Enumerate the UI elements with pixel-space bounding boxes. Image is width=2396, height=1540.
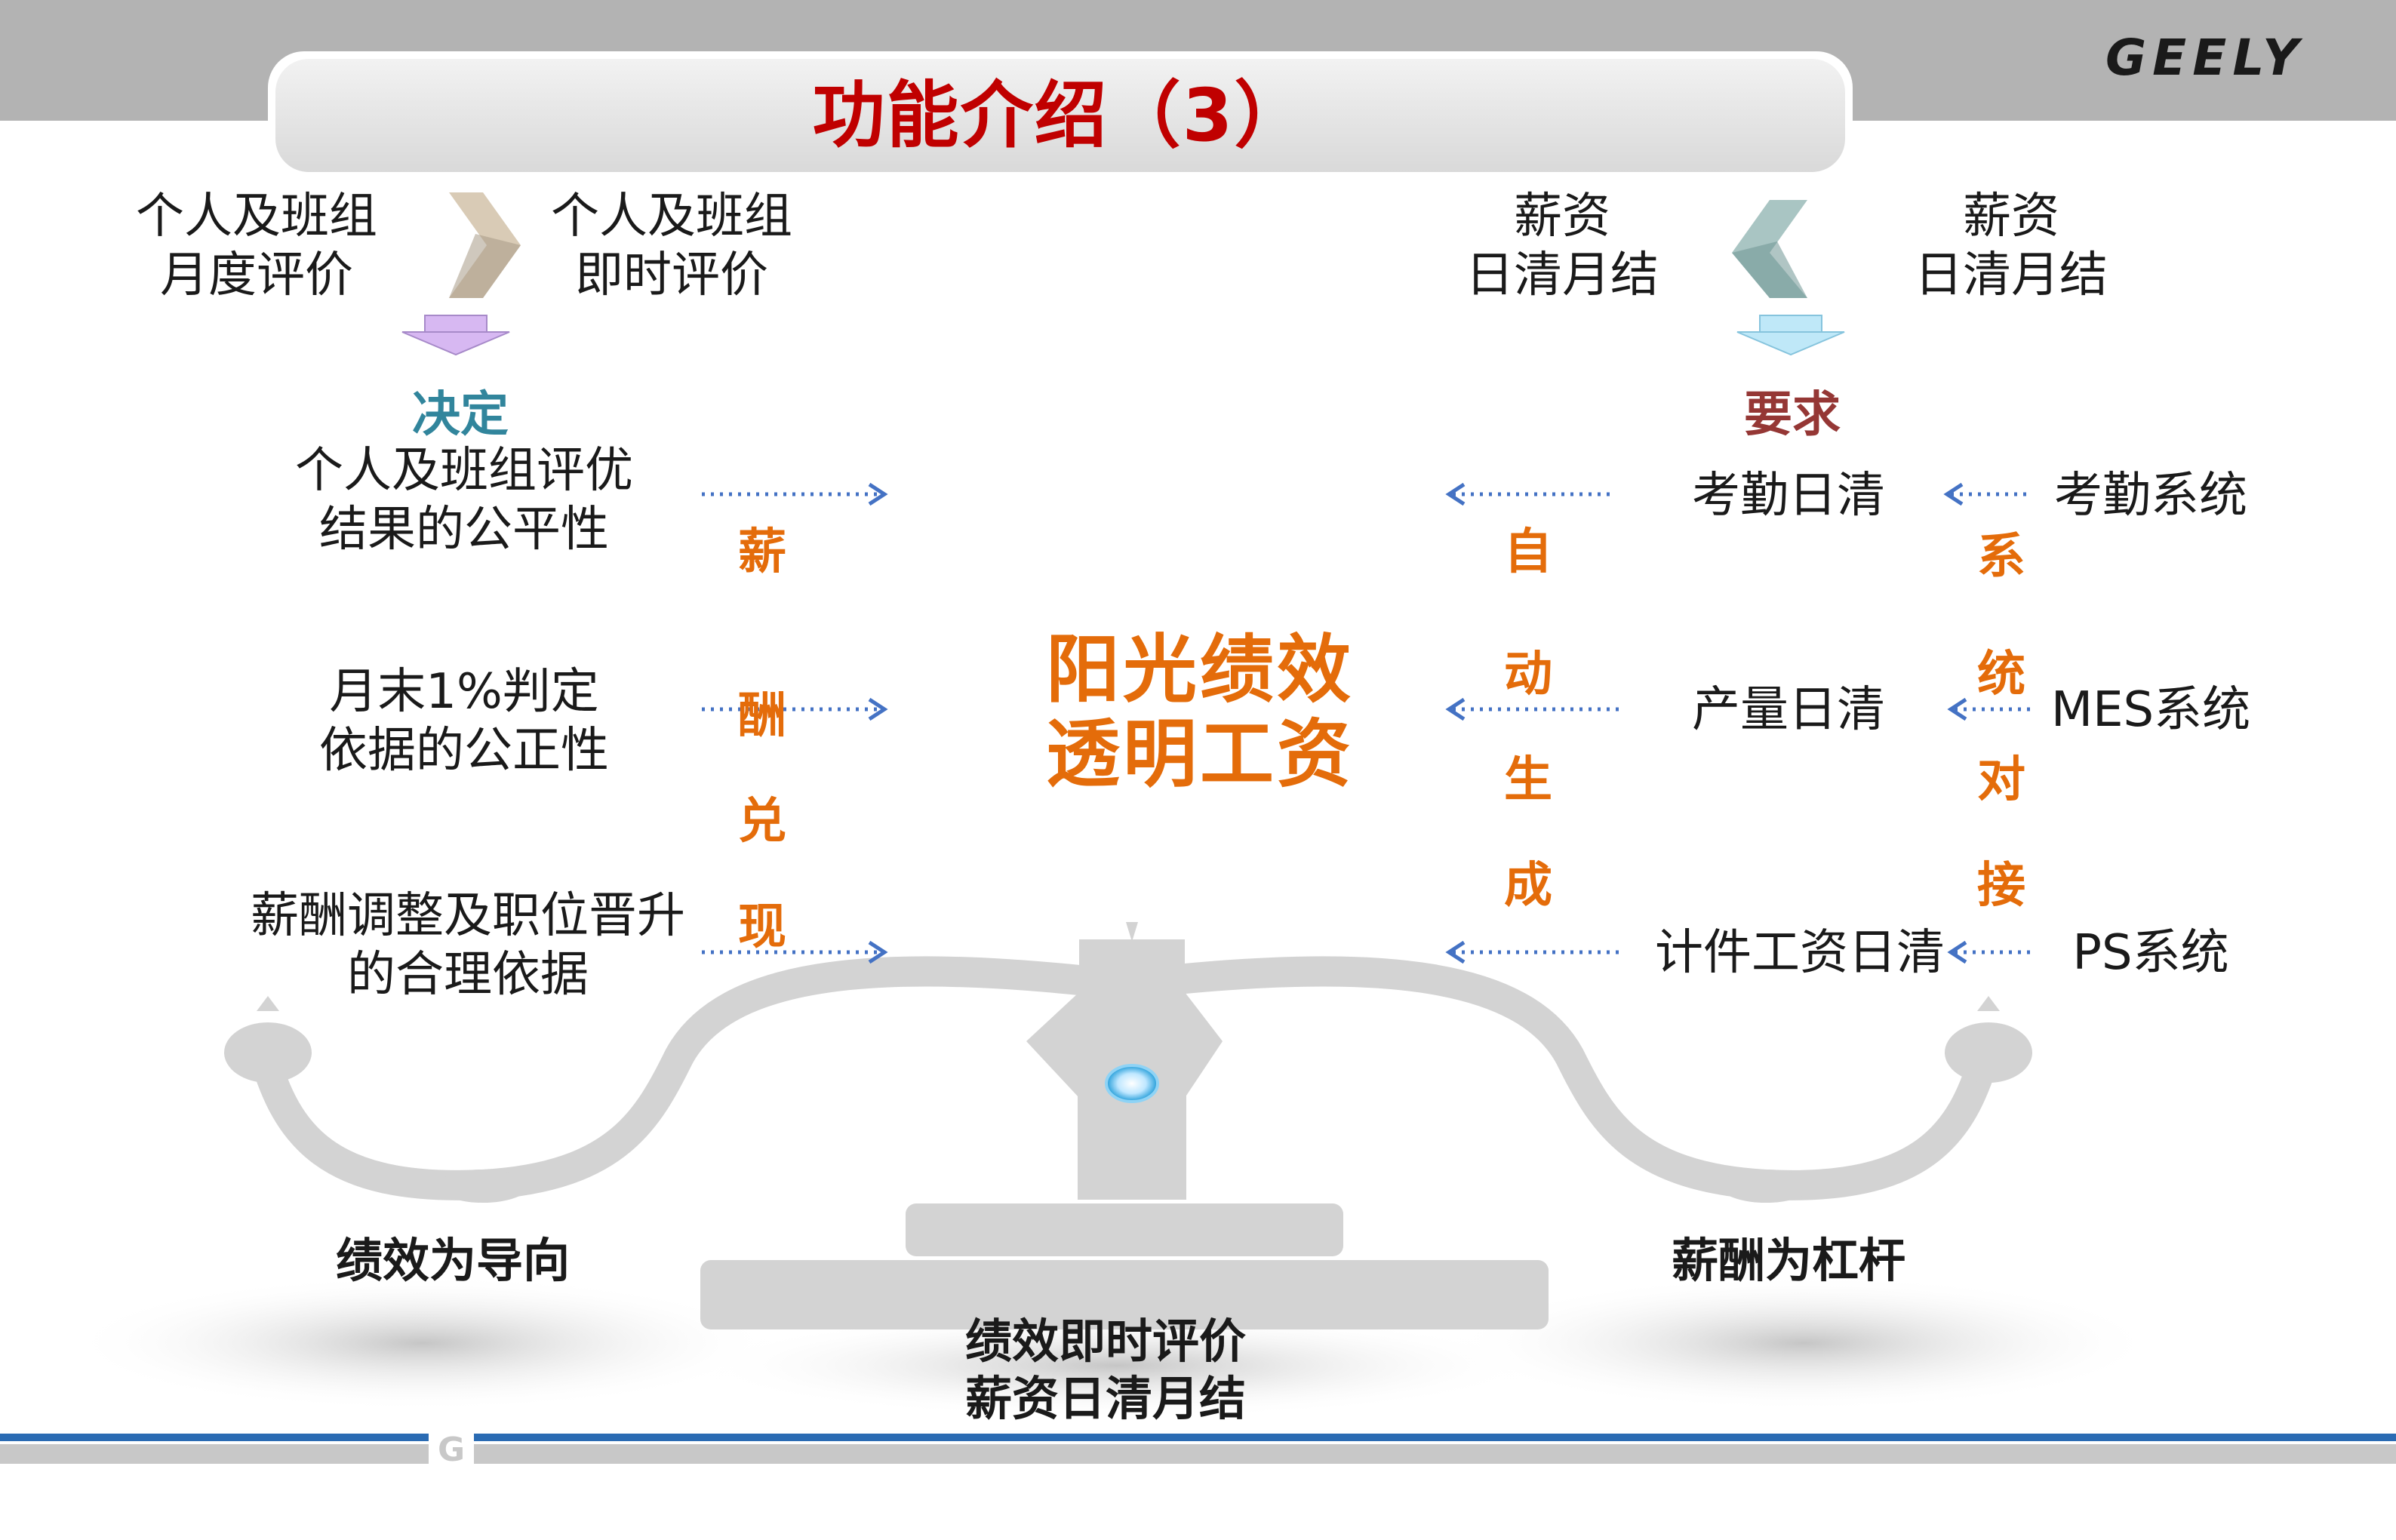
attendance-daily: 考勤日清 <box>1615 466 1962 525</box>
caption-line: 薪资日清月结 <box>879 1370 1332 1428</box>
left-item-fairness: 个人及班组评优 结果的公平性 <box>249 441 679 559</box>
text-line: 即时评价 <box>543 246 800 305</box>
slogan-line: 阳光绩效 <box>1004 628 1396 712</box>
text-line: 日清月结 <box>1898 246 2124 305</box>
text-line: 月末1%判定 <box>249 662 679 721</box>
arrowheads-middle <box>1449 484 1464 962</box>
vertical-char: 接 <box>1971 847 2032 916</box>
output-daily: 产量日清 <box>1615 681 1962 739</box>
vertical-char: 对 <box>1971 741 2032 810</box>
vertical-char: 成 <box>1498 847 1558 916</box>
text-line: 结果的公平性 <box>249 500 679 559</box>
salary-daily-2: 薪资 日清月结 <box>1898 187 2124 305</box>
text-line: 个人及班组评优 <box>249 441 679 500</box>
salary-daily-1: 薪资 日清月结 <box>1449 187 1675 305</box>
monthly-evaluation: 个人及班组 月度评价 <box>128 187 385 305</box>
text-line: 薪酬调整及职位晋升 <box>234 887 702 945</box>
ps-system: PS系统 <box>2030 924 2271 982</box>
text-line: 依据的公正性 <box>249 721 679 780</box>
attendance-system: 考勤系统 <box>2030 466 2271 525</box>
vertical-char: 现 <box>732 888 792 958</box>
vertical-char: 系 <box>1971 518 2032 587</box>
piecework-daily: 计件工资日清 <box>1626 924 1973 982</box>
salary-leverage: 薪酬为杠杆 <box>1638 1222 1939 1290</box>
center-slogan: 阳光绩效 透明工资 <box>1004 628 1396 797</box>
vertical-char: 动 <box>1498 635 1558 705</box>
bottom-center-caption: 绩效即时评价 薪资日清月结 <box>879 1313 1332 1428</box>
instant-evaluation: 个人及班组 即时评价 <box>543 187 800 305</box>
arrowheads-left <box>869 484 884 962</box>
text-line: 薪资 <box>1449 187 1675 246</box>
left-item-justice: 月末1%判定 依据的公正性 <box>249 662 679 780</box>
mes-system: MES系统 <box>2030 681 2271 739</box>
footer-logo-mark: G <box>429 1434 474 1464</box>
text-line: 日清月结 <box>1449 246 1675 305</box>
down-arrow-left-icon <box>402 315 509 355</box>
caption-line: 绩效即时评价 <box>879 1313 1332 1370</box>
chevron-left-icon <box>1732 200 1807 298</box>
vertical-char: 统 <box>1971 635 2032 705</box>
text-line: 薪资 <box>1898 187 2124 246</box>
vertical-char: 生 <box>1498 741 1558 810</box>
label-decide: 决定 <box>377 376 543 445</box>
shadow-right <box>1449 1275 2158 1411</box>
label-require: 要求 <box>1709 376 1875 445</box>
text-line: 的合理依据 <box>234 945 702 1004</box>
performance-oriented: 绩效为导向 <box>302 1222 604 1290</box>
vertical-char: 自 <box>1498 513 1558 582</box>
down-arrow-right-icon <box>1737 315 1844 355</box>
chevron-right-icon <box>449 192 521 298</box>
vertical-char: 兑 <box>732 782 792 852</box>
text-line: 个人及班组 <box>543 187 800 246</box>
scale-jewel <box>1106 1065 1158 1102</box>
footer-line <box>0 1434 2396 1441</box>
slogan-line: 透明工资 <box>1004 712 1396 797</box>
footer-band <box>0 1444 2396 1464</box>
vertical-char: 薪 <box>732 513 792 582</box>
text-line: 月度评价 <box>128 246 385 305</box>
text-line: 个人及班组 <box>128 187 385 246</box>
shadow-left <box>68 1275 777 1411</box>
left-item-basis: 薪酬调整及职位晋升 的合理依据 <box>234 887 702 1004</box>
vertical-char: 酬 <box>732 677 792 746</box>
